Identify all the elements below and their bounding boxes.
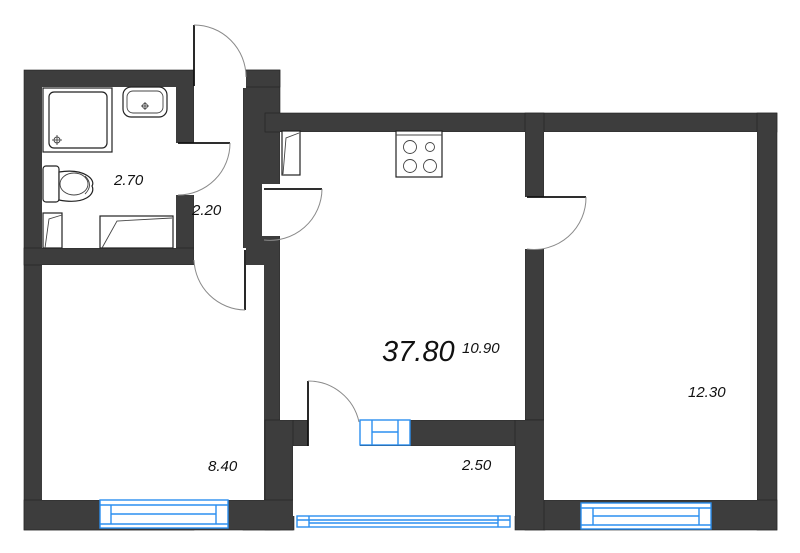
balcony-area-label: 2.50: [462, 457, 492, 474]
hallway-area-label: 2.20: [192, 202, 222, 219]
left-room-area-label: 8.40: [208, 458, 238, 475]
kitchen-sink: [281, 130, 301, 176]
bathroom-cabinet: [42, 212, 63, 249]
kitchen-door[interactable]: [263, 188, 323, 241]
toilet: [42, 165, 94, 203]
bathroom-door[interactable]: [177, 142, 231, 196]
right-room-area-label: 12.30: [688, 384, 726, 401]
left-room-door[interactable]: [193, 248, 246, 311]
kitchen-area-label: 10.90: [462, 340, 500, 357]
balcony-door[interactable]: [307, 380, 360, 446]
right-room-door[interactable]: [526, 196, 587, 250]
washbasin: [122, 86, 168, 118]
window-left-room: [99, 499, 229, 529]
bathroom-area-label: 2.70: [114, 172, 144, 189]
washing-machine: [99, 215, 174, 249]
shower-tray: [42, 87, 113, 153]
window-kitchen-balcony: [359, 419, 411, 446]
cooktop: [395, 130, 443, 178]
entry-door[interactable]: [193, 24, 247, 88]
floors: [42, 87, 757, 516]
window-balcony: [296, 515, 511, 528]
total-area-label: 37.80: [382, 336, 455, 368]
window-right-room: [580, 502, 712, 530]
